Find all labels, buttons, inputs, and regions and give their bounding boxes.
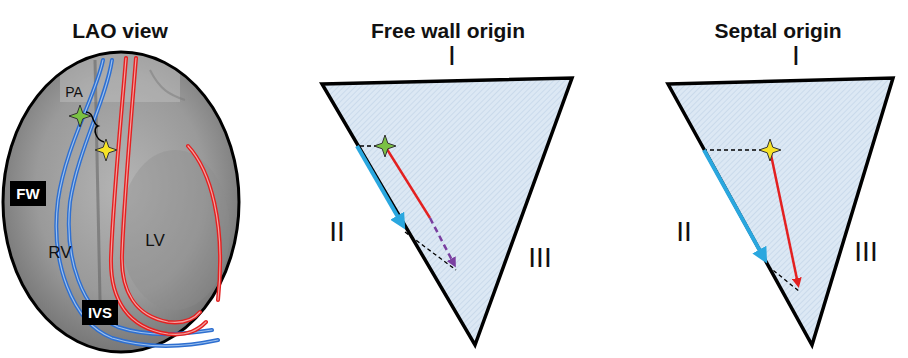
projection-line (405, 232, 456, 270)
free-wall-outline (56, 60, 218, 346)
lead-label: I (792, 42, 800, 70)
lead-label: II (676, 218, 692, 246)
lv-line (188, 146, 220, 300)
label-box: IVS (82, 300, 118, 325)
label-box: FW (10, 181, 45, 206)
panel-title: Free wall origin (371, 20, 525, 41)
panel-title: Septal origin (714, 20, 841, 41)
blue-line (56, 60, 218, 346)
box-label: FW (16, 186, 39, 201)
rib-shadow (150, 70, 185, 100)
fluoro-shadows (60, 52, 230, 310)
heart-shadow (120, 150, 230, 310)
septal-star (95, 139, 117, 161)
blue-line-core (56, 60, 218, 346)
catheter-shadow (95, 60, 100, 300)
triangle-outline (668, 78, 893, 345)
einthoven-triangle (322, 78, 572, 345)
chamber-label: RV (48, 244, 71, 261)
einthoven-triangle (668, 78, 893, 345)
septal-outline (111, 58, 220, 334)
triangle-outline (322, 78, 572, 345)
origin-stars (69, 105, 781, 161)
box-label: IVS (88, 305, 112, 320)
lead-label: III (854, 238, 877, 266)
free-wall-star (374, 135, 396, 157)
free-wall-star (69, 105, 91, 127)
axis-vector (385, 146, 430, 218)
axis-vector (770, 150, 798, 284)
axis-extension (430, 218, 454, 264)
panel-title: LAO view (72, 20, 168, 41)
lv-line-core (188, 146, 220, 300)
red-line (111, 58, 206, 334)
blue-line (69, 60, 212, 334)
blue-line-core (69, 60, 212, 334)
fluoroscopy-image (3, 52, 239, 352)
red-line (122, 58, 200, 322)
lead-label: I (448, 42, 456, 70)
red-line-core (122, 58, 200, 322)
upper-haze (60, 52, 180, 102)
septal-star (759, 139, 781, 161)
chamber-label: LV (145, 232, 165, 249)
lead-label: III (528, 244, 551, 272)
oval-border (3, 52, 239, 352)
lead-ii-vector (704, 150, 764, 258)
lead-label: II (329, 218, 345, 246)
red-line-core (111, 58, 206, 334)
fluoro-ground (3, 52, 239, 352)
lead-ii-vector (357, 146, 402, 224)
vessel-label: PA (65, 85, 83, 99)
